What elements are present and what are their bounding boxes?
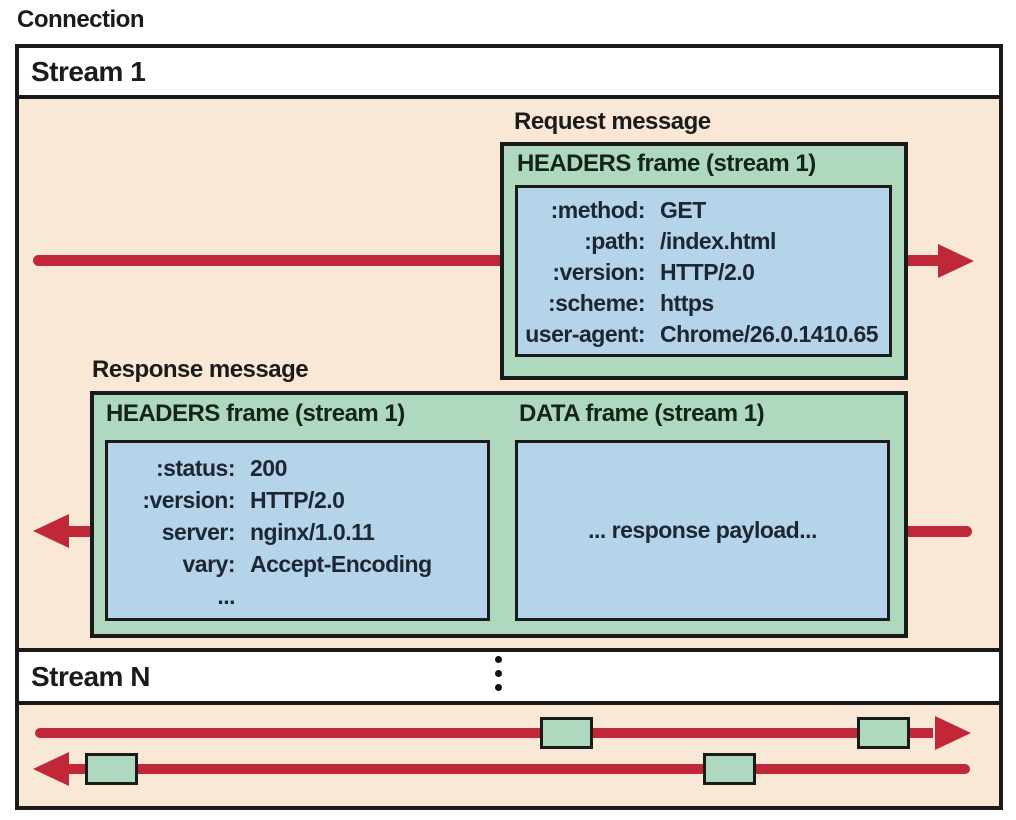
streamN-frame-box — [85, 753, 138, 785]
header-key: :method: — [550, 197, 646, 223]
streamN-response-arrow-line — [69, 764, 970, 774]
streamN-response-arrowhead-icon — [33, 752, 69, 786]
connection-label: Connection — [17, 6, 145, 33]
header-row: :scheme: https — [518, 288, 889, 319]
header-key: :version: — [142, 487, 235, 513]
response-data-frame-payload: ... response payload... — [515, 440, 890, 621]
response-message-label: Response message — [92, 356, 309, 383]
streamN-band: Stream N — [19, 648, 999, 705]
streamN-request-arrowhead-icon — [935, 716, 971, 750]
response-arrowhead-icon — [33, 514, 69, 548]
streamN-frame-box — [540, 717, 593, 749]
response-arrow-line-left — [64, 526, 93, 537]
stream1-label: Stream 1 — [31, 55, 146, 87]
streamN-request-arrow-line — [35, 728, 933, 738]
header-value: nginx/1.0.11 — [250, 519, 375, 545]
header-key: :scheme: — [548, 290, 645, 316]
header-value: HTTP/2.0 — [660, 259, 755, 285]
header-row: :status: 200 — [108, 452, 487, 484]
ellipsis-dot — [495, 684, 502, 691]
header-row: vary: Accept-Encoding — [108, 548, 487, 580]
request-headers-frame-title: HEADERS frame (stream 1) — [517, 150, 816, 177]
vertical-ellipsis-icon — [495, 656, 502, 691]
header-value: /index.html — [660, 228, 776, 254]
header-key: vary: — [182, 551, 236, 577]
header-value: 200 — [250, 455, 287, 481]
response-headers-list: :status: 200 :version: HTTP/2.0 server: … — [105, 440, 490, 621]
header-row: user-agent: Chrome/26.0.1410.65 — [518, 319, 889, 350]
streamN-frame-box — [703, 753, 756, 785]
request-message-label: Request message — [514, 108, 711, 135]
header-value — [250, 580, 487, 612]
header-row: ... — [108, 580, 487, 612]
header-key: :status: — [155, 455, 236, 481]
response-headers-frame-title: HEADERS frame (stream 1) — [106, 400, 405, 427]
header-key: user-agent: — [525, 321, 645, 347]
response-arrow-line-right — [908, 526, 972, 537]
stream1-band: Stream 1 — [19, 48, 999, 99]
response-data-frame-title: DATA frame (stream 1) — [519, 400, 765, 427]
header-value: Accept-Encoding — [250, 551, 432, 577]
header-value: GET — [660, 197, 706, 223]
request-arrow-line-left — [33, 255, 500, 266]
response-payload-text: ... response payload... — [588, 517, 817, 543]
request-arrowhead-icon — [938, 244, 974, 278]
streamN-frame-box — [857, 717, 910, 749]
header-row: :version: HTTP/2.0 — [518, 257, 889, 288]
header-key: ... — [217, 583, 235, 609]
header-row: server: nginx/1.0.11 — [108, 516, 487, 548]
header-value: https — [660, 290, 714, 316]
header-key: :path: — [584, 228, 645, 254]
header-row: :method: GET — [518, 195, 889, 226]
header-value: HTTP/2.0 — [250, 487, 345, 513]
header-key: :version: — [552, 259, 645, 285]
ellipsis-dot — [495, 656, 502, 663]
header-value: Chrome/26.0.1410.65 — [660, 321, 879, 347]
ellipsis-dot — [495, 670, 502, 677]
request-headers-list: :method: GET :path: /index.html :version… — [515, 185, 892, 357]
header-row: :version: HTTP/2.0 — [108, 484, 487, 516]
request-arrow-line-right — [908, 255, 944, 266]
streamN-label: Stream N — [31, 660, 150, 692]
header-key: server: — [161, 519, 236, 545]
header-row: :path: /index.html — [518, 226, 889, 257]
